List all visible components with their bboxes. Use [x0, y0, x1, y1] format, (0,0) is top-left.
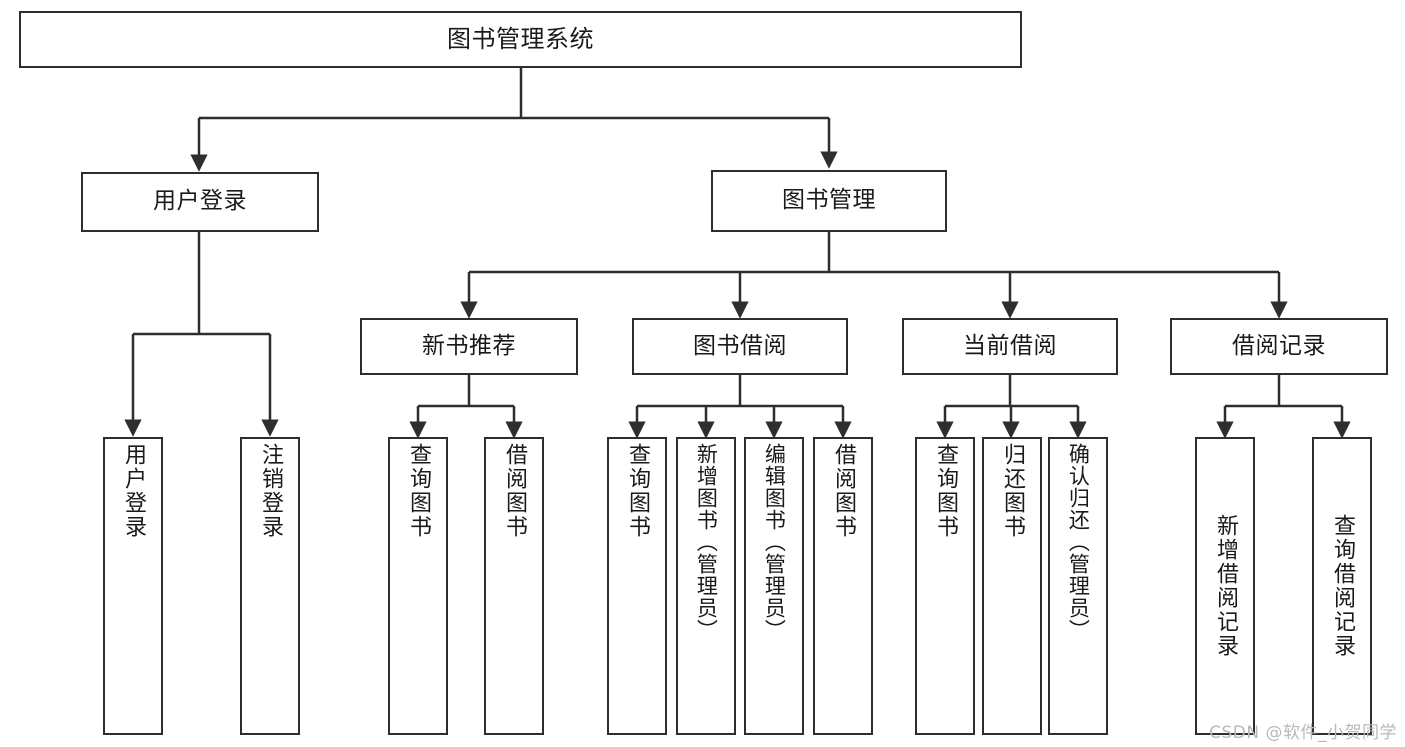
- node-leaf-borrow-book-2[interactable]: 借阅图书: [813, 437, 873, 735]
- node-leaf-user-login[interactable]: 用户登录: [103, 437, 163, 735]
- node-leaf-borrow-book-1-label: 借阅图书: [501, 443, 527, 539]
- node-current-borrow-label: 当前借阅: [963, 332, 1057, 359]
- node-borrow-record[interactable]: 借阅记录: [1170, 318, 1388, 375]
- node-user-login[interactable]: 用户登录: [81, 172, 319, 232]
- node-leaf-borrow-book-1[interactable]: 借阅图书: [484, 437, 544, 735]
- node-leaf-return-book-label: 归还图书: [999, 443, 1025, 539]
- node-leaf-add-book-label: 新增图书（管理员）: [694, 443, 719, 641]
- node-leaf-edit-book-label: 编辑图书（管理员）: [762, 443, 787, 641]
- node-leaf-add-record[interactable]: 新增借阅记录: [1195, 437, 1255, 735]
- node-leaf-borrow-book-2-label: 借阅图书: [830, 443, 856, 539]
- node-book-manage-label: 图书管理: [782, 187, 876, 214]
- node-new-book-recommend-label: 新书推荐: [422, 332, 516, 359]
- node-leaf-add-book[interactable]: 新增图书（管理员）: [676, 437, 736, 735]
- node-new-book-recommend[interactable]: 新书推荐: [360, 318, 578, 375]
- node-current-borrow[interactable]: 当前借阅: [902, 318, 1118, 375]
- node-leaf-query-book-2[interactable]: 查询图书: [607, 437, 667, 735]
- node-leaf-logout[interactable]: 注销登录: [240, 437, 300, 735]
- node-user-login-label: 用户登录: [153, 188, 247, 215]
- node-leaf-query-record-label: 查询借阅记录: [1329, 514, 1355, 658]
- node-borrow-record-label: 借阅记录: [1232, 332, 1326, 359]
- node-leaf-user-login-label: 用户登录: [120, 443, 146, 539]
- node-book-manage[interactable]: 图书管理: [711, 170, 947, 232]
- node-book-borrow-label: 图书借阅: [693, 332, 787, 359]
- node-leaf-query-book-3-label: 查询图书: [932, 443, 958, 539]
- node-leaf-return-book[interactable]: 归还图书: [982, 437, 1042, 735]
- watermark-text: CSDN @软件_小贺同学: [1209, 723, 1397, 743]
- node-leaf-confirm-return-label: 确认归还（管理员）: [1066, 443, 1091, 641]
- node-leaf-edit-book[interactable]: 编辑图书（管理员）: [744, 437, 804, 735]
- node-leaf-confirm-return[interactable]: 确认归还（管理员）: [1048, 437, 1108, 735]
- node-leaf-query-book-3[interactable]: 查询图书: [915, 437, 975, 735]
- node-leaf-query-book-1[interactable]: 查询图书: [388, 437, 448, 735]
- node-root-label: 图书管理系统: [447, 25, 594, 54]
- node-leaf-query-book-2-label: 查询图书: [624, 443, 650, 539]
- node-leaf-logout-label: 注销登录: [257, 443, 283, 539]
- node-leaf-add-record-label: 新增借阅记录: [1212, 514, 1238, 658]
- node-root[interactable]: 图书管理系统: [19, 11, 1022, 68]
- node-leaf-query-book-1-label: 查询图书: [405, 443, 431, 539]
- node-book-borrow[interactable]: 图书借阅: [632, 318, 848, 375]
- node-leaf-query-record[interactable]: 查询借阅记录: [1312, 437, 1372, 735]
